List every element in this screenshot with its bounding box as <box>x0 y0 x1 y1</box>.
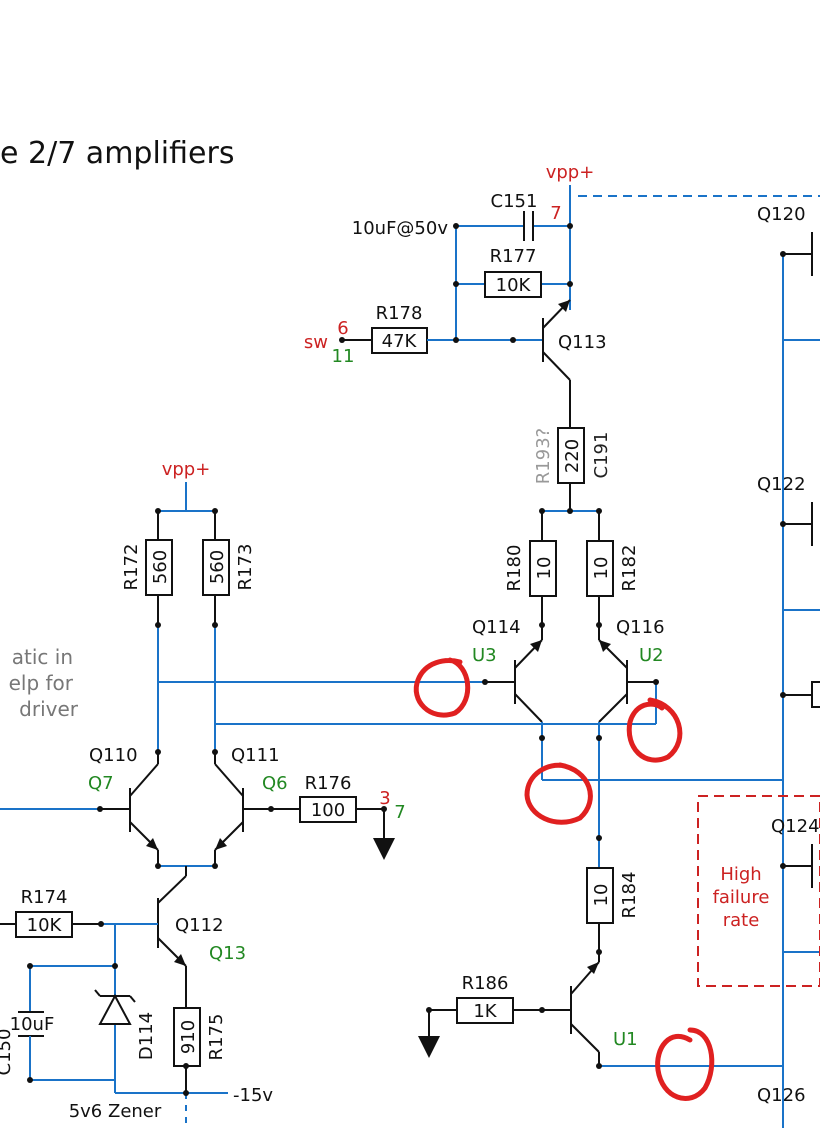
rail-neg: -15v <box>233 1085 273 1106</box>
r177-ref: R177 <box>490 246 537 267</box>
c151-ref: C151 <box>491 191 538 212</box>
annotation-circle-4 <box>655 1027 715 1101</box>
sw-label: sw <box>304 332 328 353</box>
q112-alt: Q13 <box>209 943 246 964</box>
r175-ref: R175 <box>206 1014 227 1061</box>
c151-value: 10uF@50v <box>352 218 449 239</box>
hand-drawn-annotations <box>413 657 715 1101</box>
r176-pin-red: 3 <box>379 788 390 809</box>
q114-alt: U3 <box>472 645 497 666</box>
r172-value: 560 <box>150 550 171 584</box>
r178-value: 47K <box>382 331 418 352</box>
q111-alt: Q6 <box>262 773 288 794</box>
r176-pin-green: 7 <box>394 802 405 823</box>
r175-body <box>173 1007 201 1067</box>
r176-ref: R176 <box>305 773 352 794</box>
r173-body <box>202 539 230 596</box>
annotation-circle-2 <box>626 697 683 763</box>
c150-ref: C150 <box>0 1029 15 1076</box>
r186-ref: R186 <box>462 973 509 994</box>
rail-vpp-left: vpp+ <box>162 459 211 480</box>
q124-ref: Q124 <box>771 816 820 837</box>
r184-body <box>586 867 614 924</box>
r176-body <box>299 796 357 823</box>
c151-pin: 7 <box>550 203 561 224</box>
side-note-line-3: driver <box>19 697 79 721</box>
q122-ref: Q122 <box>757 474 806 495</box>
r174-ref: R174 <box>21 887 68 908</box>
zener-diode-icon <box>98 993 132 1025</box>
r177-value: 10K <box>496 275 532 296</box>
rail-vpp-top: vpp+ <box>546 162 595 183</box>
sw-pin-red: 6 <box>337 318 348 339</box>
side-note-line-2: elp for <box>9 671 74 695</box>
failure-line-2: failure <box>713 887 770 908</box>
r180-ref: R180 <box>504 545 525 592</box>
d114-desc: 5v6 Zener <box>69 1101 162 1122</box>
r193-body <box>557 427 585 484</box>
q110-alt: Q7 <box>88 773 114 794</box>
r180-body <box>529 540 557 597</box>
q118-alt: U1 <box>613 1029 638 1050</box>
q120-ref: Q120 <box>757 204 806 225</box>
r193-value: 220 <box>562 439 583 473</box>
r184-ref: R184 <box>619 872 640 919</box>
r174-value: 10K <box>27 915 63 936</box>
q110-ref: Q110 <box>89 745 138 766</box>
r193-ref: R193? <box>533 428 554 484</box>
r177-body <box>484 271 542 298</box>
ground-r186-icon <box>418 1036 440 1058</box>
q116-alt: U2 <box>639 645 664 666</box>
r172-ref: R172 <box>121 544 142 591</box>
r176-value: 100 <box>311 800 345 821</box>
q113-ref: Q113 <box>558 332 607 353</box>
r182-value: 10 <box>591 557 612 580</box>
side-note-line-1: atic in <box>12 645 73 669</box>
r173-value: 560 <box>207 550 228 584</box>
r175-value: 910 <box>178 1020 199 1054</box>
r182-body <box>586 540 614 597</box>
r182-ref: R182 <box>619 545 640 592</box>
q114-ref: Q114 <box>472 617 521 638</box>
failure-line-1: High <box>720 864 761 885</box>
r180-value: 10 <box>534 557 555 580</box>
ground-r176-icon <box>373 838 395 860</box>
junction-dots <box>27 223 786 1096</box>
page-title: e 2/7 amplifiers <box>0 136 234 171</box>
failure-box <box>697 795 820 987</box>
c191-label: C191 <box>591 432 612 479</box>
annotation-circle-3 <box>524 762 593 825</box>
r186-value: 1K <box>473 1001 497 1022</box>
q112-ref: Q112 <box>175 915 224 936</box>
d114-ref: D114 <box>136 1012 157 1060</box>
r178-ref: R178 <box>376 303 423 324</box>
annotation-circle-1 <box>413 657 471 718</box>
failure-line-3: rate <box>723 910 760 931</box>
r173-ref: R173 <box>235 544 256 591</box>
c150-value: 10uF <box>10 1014 55 1035</box>
r184-value: 10 <box>591 884 612 907</box>
q116-ref: Q116 <box>616 617 665 638</box>
q126-ref: Q126 <box>757 1085 806 1106</box>
sw-pin-green: 11 <box>332 346 355 367</box>
q111-ref: Q111 <box>231 745 280 766</box>
